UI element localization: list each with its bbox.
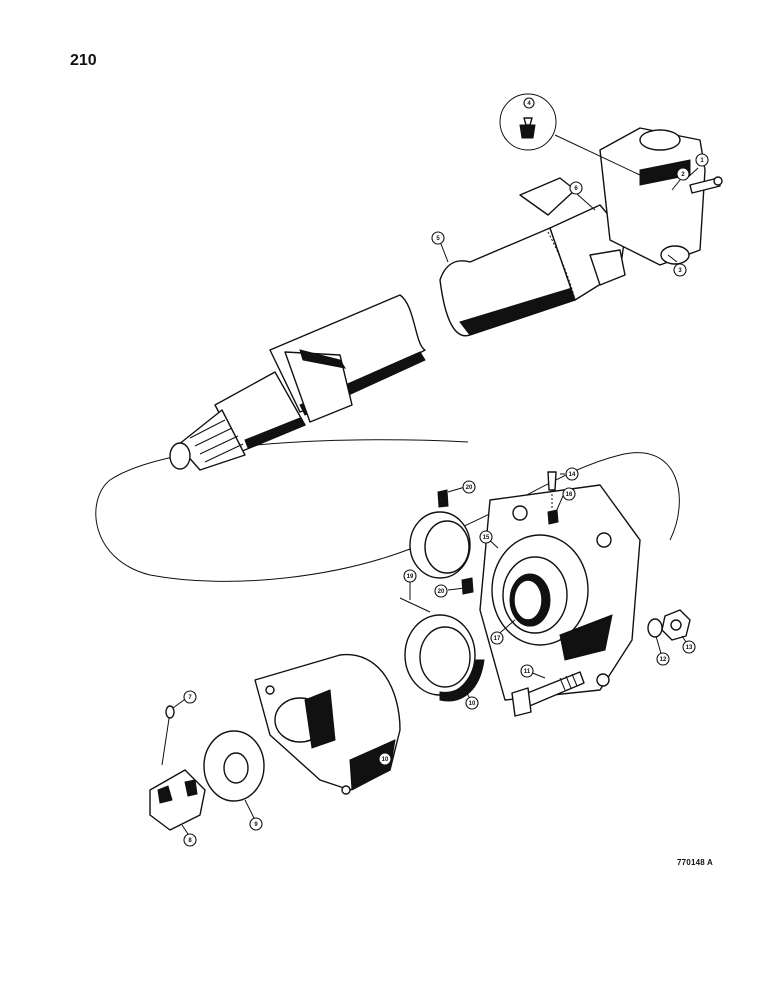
page-number: 210 xyxy=(70,52,97,69)
washer xyxy=(203,730,265,802)
callout-12: 12 xyxy=(656,652,670,666)
callout-5: 5 xyxy=(431,231,445,245)
callout-label: 2 xyxy=(681,172,685,178)
callout-9: 9 xyxy=(249,817,263,831)
callout-20-upper: 20 xyxy=(462,480,476,494)
callout-label: 4 xyxy=(527,101,531,107)
callout-label: 17 xyxy=(494,636,501,642)
callout-8: 8 xyxy=(183,833,197,847)
splined-shaft xyxy=(169,294,426,471)
flange-bearing-housing xyxy=(479,484,641,701)
hex-nut xyxy=(661,609,691,641)
callout-label: 8 xyxy=(188,838,192,844)
callout-label: 10 xyxy=(469,701,476,707)
callout-15: 15 xyxy=(479,530,493,544)
callout-10-yoke: 10 xyxy=(378,752,392,766)
callout-10-collar: 10 xyxy=(465,696,479,710)
callout-16: 16 xyxy=(562,487,576,501)
callout-label: 12 xyxy=(660,657,667,663)
callout-label: 13 xyxy=(686,645,693,651)
locking-collar xyxy=(409,489,474,595)
callout-label: 16 xyxy=(566,492,573,498)
callout-7: 7 xyxy=(183,690,197,704)
callout-label: 7 xyxy=(188,695,192,701)
callout-label: 15 xyxy=(483,535,490,541)
lockwasher xyxy=(647,618,663,638)
callout-label: 1 xyxy=(700,158,704,164)
yoke xyxy=(254,653,401,795)
propeller-shaft-tube xyxy=(439,177,626,337)
callout-label: 20 xyxy=(466,485,473,491)
callout-20-lower: 20 xyxy=(434,584,448,598)
callout-19: 19 xyxy=(403,569,417,583)
callout-13: 13 xyxy=(682,640,696,654)
callout-label: 20 xyxy=(438,589,445,595)
callout-2: 2 xyxy=(676,167,690,181)
callout-label: 11 xyxy=(524,669,531,675)
callout-1: 1 xyxy=(695,153,709,167)
callout-label: 9 xyxy=(254,822,258,828)
callout-11: 11 xyxy=(520,664,534,678)
figure-code: 770148 A xyxy=(677,858,713,867)
callout-label: 19 xyxy=(407,574,414,580)
callout-14: 14 xyxy=(565,467,579,481)
bolt xyxy=(511,671,585,717)
callout-17: 17 xyxy=(490,631,504,645)
clamp-collar xyxy=(399,597,485,702)
castle-nut xyxy=(149,769,206,831)
universal-joint xyxy=(599,127,723,266)
callout-3: 3 xyxy=(673,263,687,277)
leader-lines xyxy=(172,167,699,838)
callout-label: 10 xyxy=(382,757,389,763)
callout-6: 6 xyxy=(569,181,583,195)
callout-label: 3 xyxy=(678,268,682,274)
callout-label: 14 xyxy=(569,472,576,478)
grease-fitting-inset xyxy=(499,93,641,176)
callout-label: 5 xyxy=(436,236,440,242)
callout-label: 6 xyxy=(574,186,578,192)
cotter-pin xyxy=(161,705,175,766)
callout-4: 4 xyxy=(523,97,535,109)
